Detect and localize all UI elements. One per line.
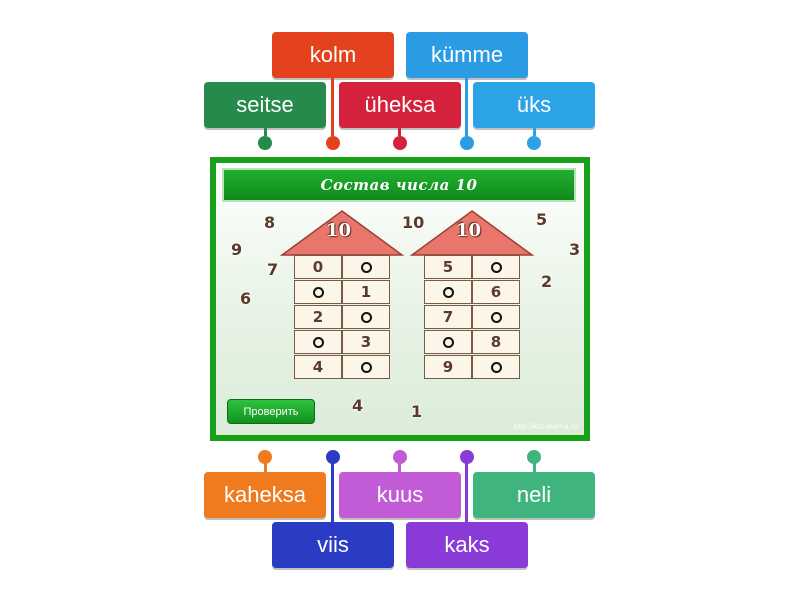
anchor-dot-uheksa[interactable] — [393, 136, 407, 150]
circle-icon — [360, 261, 372, 273]
game-title: Состав числа 10 — [222, 168, 576, 202]
game-area: Состав числа 10 8 10 5 9 3 7 2 6 4 1 10 … — [216, 163, 584, 435]
house-cell: 0 — [294, 255, 342, 279]
game-image-panel: Состав числа 10 8 10 5 9 3 7 2 6 4 1 10 … — [210, 157, 590, 441]
house-cell: 8 — [472, 330, 520, 354]
house-cell: 3 — [342, 330, 390, 354]
connector-uks — [533, 128, 536, 136]
circle-icon — [360, 361, 372, 373]
scattered-number: 7 — [267, 260, 279, 279]
house-cell: 9 — [424, 355, 472, 379]
anchor-dot-kaheksa[interactable] — [258, 450, 272, 464]
scattered-number: 4 — [352, 396, 364, 415]
scattered-number: 10 — [402, 213, 425, 232]
circle-icon — [490, 261, 502, 273]
label-kuus[interactable]: kuus — [339, 472, 461, 518]
scattered-number: 8 — [264, 213, 276, 232]
house-number-left: 10 — [326, 220, 352, 241]
anchor-dot-uks[interactable] — [527, 136, 541, 150]
check-button: Проверить — [227, 399, 315, 424]
house-cell — [472, 355, 520, 379]
connector-kolm — [331, 78, 334, 136]
circle-icon — [312, 336, 324, 348]
label-uks[interactable]: üks — [473, 82, 595, 128]
circle-icon — [490, 311, 502, 323]
house-cell — [342, 355, 390, 379]
circle-icon — [442, 336, 454, 348]
circle-icon — [312, 286, 324, 298]
house-cell — [342, 255, 390, 279]
label-kaks[interactable]: kaks — [406, 522, 528, 568]
anchor-dot-viis[interactable] — [326, 450, 340, 464]
house-cell — [472, 255, 520, 279]
house-cell: 5 — [424, 255, 472, 279]
circle-icon — [490, 361, 502, 373]
label-seitse[interactable]: seitse — [204, 82, 326, 128]
connector-uheksa — [398, 128, 401, 136]
label-kolm[interactable]: kolm — [272, 32, 394, 78]
house-cell: 4 — [294, 355, 342, 379]
house-cell — [342, 305, 390, 329]
label-kaheksa[interactable]: kaheksa — [204, 472, 326, 518]
house-cell — [294, 280, 342, 304]
scattered-number: 3 — [569, 240, 581, 259]
scattered-number: 5 — [536, 210, 548, 229]
house-cell: 6 — [472, 280, 520, 304]
connector-viis — [331, 463, 334, 523]
connector-kaks — [465, 463, 468, 523]
connector-seitse — [264, 128, 267, 136]
house-cell: 1 — [342, 280, 390, 304]
scattered-number: 9 — [231, 240, 243, 259]
connector-kaheksa — [264, 463, 267, 473]
circle-icon — [360, 311, 372, 323]
house-cell — [424, 280, 472, 304]
house-cell — [294, 330, 342, 354]
anchor-dot-kumme[interactable] — [460, 136, 474, 150]
label-viis[interactable]: viis — [272, 522, 394, 568]
label-kumme[interactable]: kümme — [406, 32, 528, 78]
anchor-dot-neli[interactable] — [527, 450, 541, 464]
house-cell: 7 — [424, 305, 472, 329]
anchor-dot-kolm[interactable] — [326, 136, 340, 150]
connector-kuus — [398, 463, 401, 473]
circle-icon — [442, 286, 454, 298]
scattered-number: 6 — [240, 289, 252, 308]
house-cell: 2 — [294, 305, 342, 329]
anchor-dot-kuus[interactable] — [393, 450, 407, 464]
label-uheksa[interactable]: üheksa — [339, 82, 461, 128]
label-neli[interactable]: neli — [473, 472, 595, 518]
connector-neli — [533, 463, 536, 473]
anchor-dot-seitse[interactable] — [258, 136, 272, 150]
house-cell — [424, 330, 472, 354]
credit-watermark: http://kid-mama.ru — [513, 422, 578, 431]
scattered-number: 1 — [411, 402, 423, 421]
connector-kumme — [465, 78, 468, 136]
anchor-dot-kaks[interactable] — [460, 450, 474, 464]
scattered-number: 2 — [541, 272, 553, 291]
house-cell — [472, 305, 520, 329]
house-number-right: 10 — [456, 220, 482, 241]
